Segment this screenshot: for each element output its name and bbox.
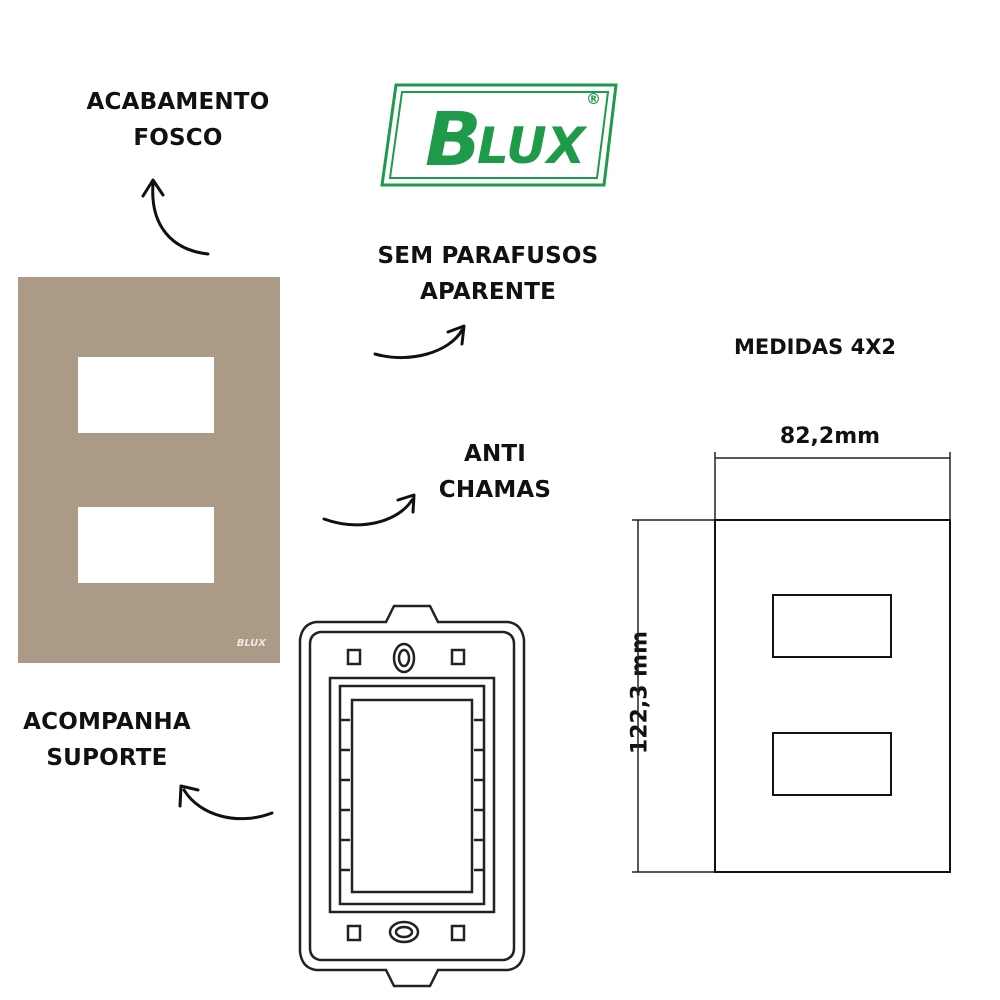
feature-label-acompanha-suporte: ACOMPANHA SUPORTE <box>4 704 210 776</box>
feature-label-line: ACABAMENTO <box>86 89 270 115</box>
plate-opening-top <box>78 357 214 433</box>
feature-label-acabamento-fosco: ACABAMENTO FOSCO <box>60 84 296 156</box>
arrowhead-icon <box>446 324 466 346</box>
dimension-width-label: 82,2mm <box>779 424 881 449</box>
plate-brand-mark: BLUX <box>236 638 266 649</box>
brand-logo-lux: LUX <box>477 117 586 175</box>
feature-label-anti-chamas: ANTI CHAMAS <box>410 436 580 508</box>
feature-label-line: FOSCO <box>133 125 223 151</box>
plate-outline <box>714 519 951 873</box>
arrowhead-icon <box>396 493 416 514</box>
registered-mark: ® <box>586 90 601 108</box>
wall-plate-image: BLUX <box>18 277 280 663</box>
feature-label-line: SEM PARAFUSOS <box>377 243 599 269</box>
curved-arrow-icon <box>322 498 414 527</box>
arrowhead-icon <box>178 784 200 808</box>
feature-label-sem-parafusos: SEM PARAFUSOS APARENTE <box>360 238 616 310</box>
curved-arrow-icon <box>373 328 464 360</box>
curved-arrow-icon <box>151 182 210 256</box>
feature-label-line: SUPORTE <box>46 745 168 771</box>
brand-logo-b: B <box>425 97 482 183</box>
outline-opening-bottom <box>772 732 892 796</box>
plate-opening-bottom <box>78 507 214 583</box>
brand-logo: B LUX <box>425 100 595 180</box>
arrowhead-icon <box>141 178 165 198</box>
dimensions-title: MEDIDAS 4X2 <box>733 335 897 359</box>
dimension-drawing <box>632 452 951 873</box>
feature-label-line: APARENTE <box>419 279 557 305</box>
support-frame-image <box>298 604 526 988</box>
feature-label-line: ACOMPANHA <box>23 709 191 735</box>
feature-label-line: ANTI <box>463 441 527 467</box>
brand-logo-frame <box>380 83 618 187</box>
outline-opening-top <box>772 594 892 658</box>
curved-arrow-icon <box>182 788 274 821</box>
feature-label-line: CHAMAS <box>438 477 552 503</box>
